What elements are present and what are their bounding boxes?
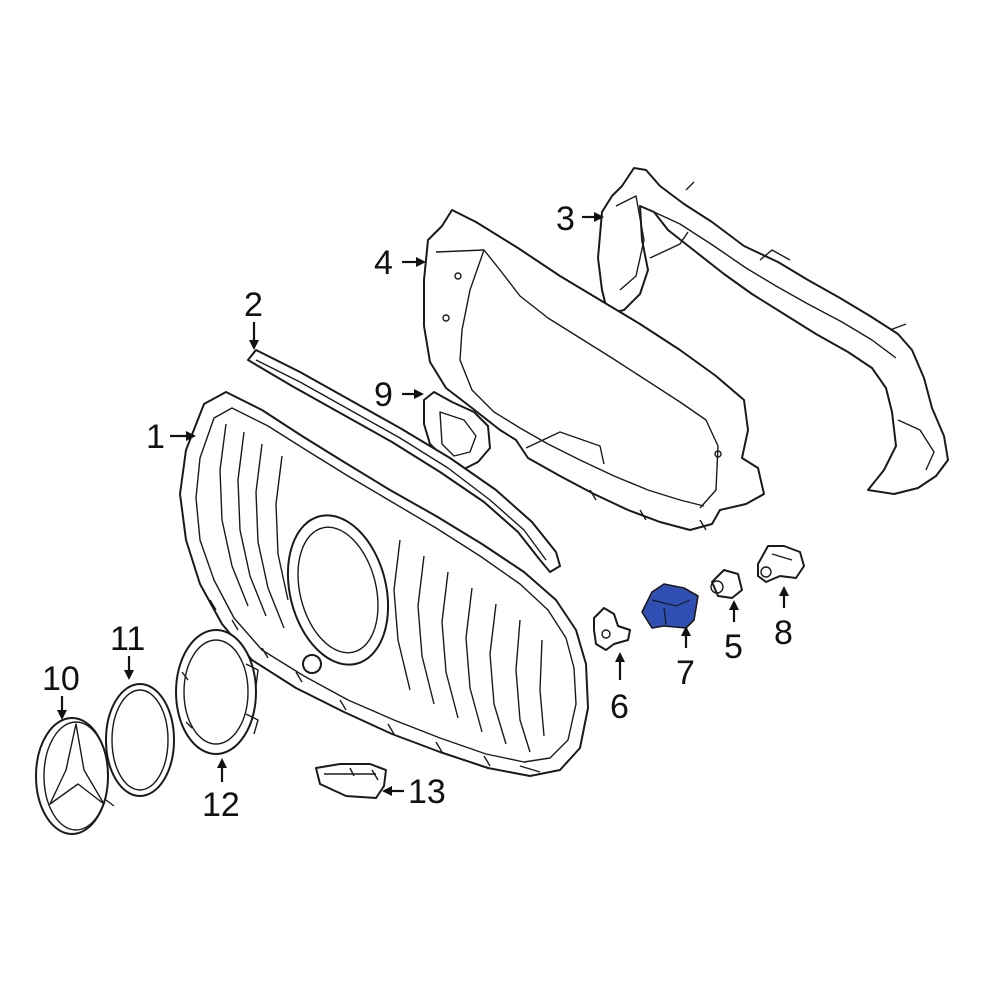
callout-6: 6 [610,688,629,726]
part-7-sensor-highlighted[interactable] [641,583,699,629]
callout-5: 5 [724,628,743,666]
callout-9: 9 [374,376,393,414]
part-12-mounting-ring[interactable] [175,629,259,755]
part-1-radiator-grille[interactable] [179,391,589,777]
part-2-trim-strip[interactable] [247,349,561,573]
part-11-ring[interactable] [105,683,175,797]
callout-8: 8 [774,614,793,652]
leader-lines [57,212,789,796]
callout-7: 7 [676,654,695,692]
callout-1: 1 [146,418,165,456]
part-4-air-duct-panel[interactable] [423,209,765,531]
callout-12: 12 [202,786,240,824]
callout-4: 4 [374,244,393,282]
callout-11: 11 [110,620,145,658]
part-13-bracket[interactable] [315,763,387,799]
part-5-sensor[interactable] [710,569,743,599]
callout-3: 3 [556,200,575,238]
part-8-sensor[interactable] [757,545,805,583]
callout-10: 10 [42,660,80,698]
callout-labels: 1 2 3 4 5 6 7 8 9 10 11 12 13 [42,200,793,824]
callout-2: 2 [244,286,263,324]
part-3-upper-bracket[interactable] [597,167,949,495]
callout-13: 13 [408,773,446,811]
part-6-bracket[interactable] [593,607,631,651]
part-10-star-emblem[interactable] [35,717,117,835]
